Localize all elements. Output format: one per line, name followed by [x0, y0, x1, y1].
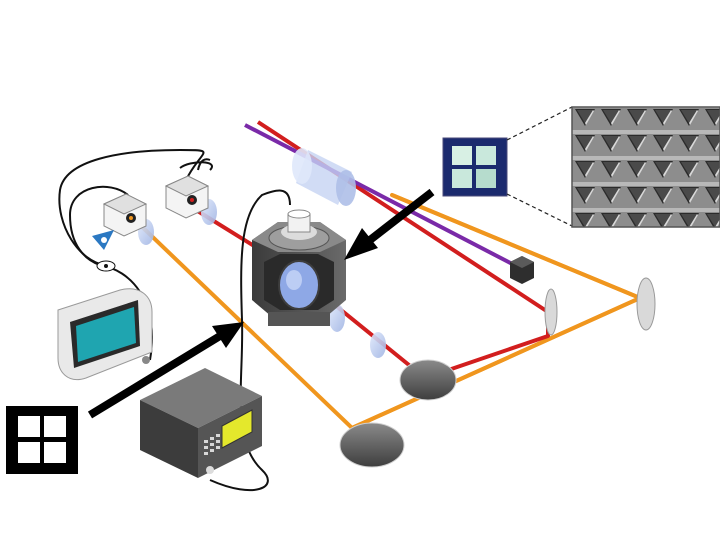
mirror-bottom: [339, 422, 405, 468]
cryostat-chamber: [252, 209, 346, 326]
sem-inset: [571, 106, 720, 228]
photodiode: [92, 230, 116, 272]
purple-beam: [244, 123, 521, 270]
pointer-arrows: [87, 188, 435, 419]
quad-window-symbol: [6, 406, 78, 474]
power-meter: [57, 288, 153, 380]
detector-left: [102, 193, 148, 237]
cylindrical-lens: [292, 148, 356, 206]
zoom-guide-lines: [506, 106, 573, 227]
detector-right: [164, 175, 210, 219]
orange-beam-return: [391, 193, 641, 300]
mirror-right: [544, 288, 558, 336]
sample-chip: [442, 137, 508, 197]
arrow-to-chamber-left: [87, 322, 244, 419]
orange-beam-upper: [351, 296, 641, 430]
beam-dump: [510, 256, 534, 284]
arrow-to-chamber-right: [344, 188, 435, 260]
mirror-far-right: [636, 277, 656, 331]
mirrors: [339, 277, 656, 468]
function-generator: [140, 368, 262, 478]
mirror-middle: [399, 359, 457, 401]
